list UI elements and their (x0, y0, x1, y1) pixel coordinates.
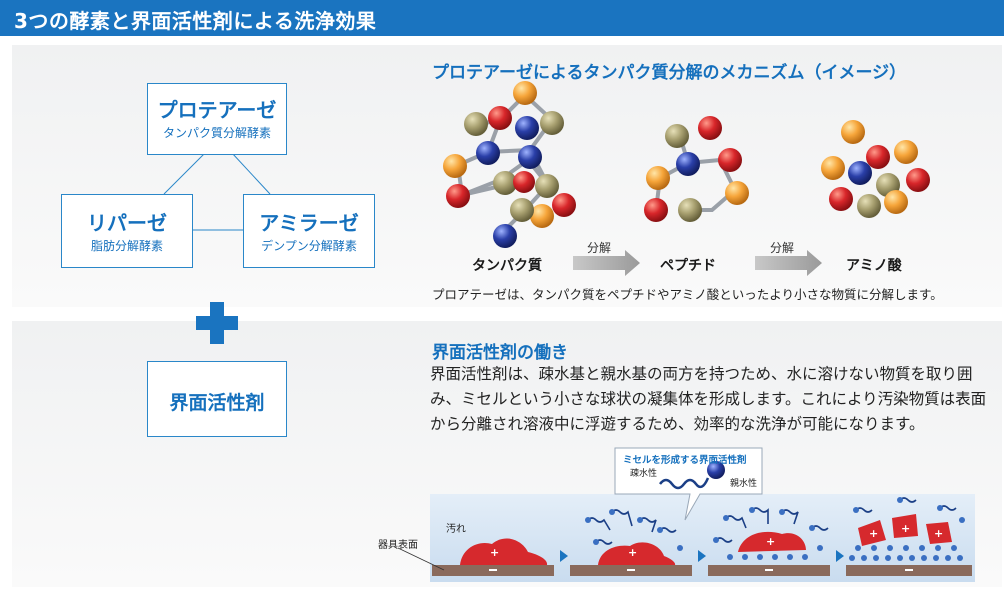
callout-title: ミセルを形成する界面活性剤 (623, 455, 747, 466)
stage-arrows (560, 550, 844, 562)
lipase-desc: 脂肪分解酵素 (90, 239, 163, 253)
enzyme-connectors (163, 152, 271, 231)
svg-text:+: + (869, 527, 878, 540)
surface-leader-line (397, 547, 445, 571)
stage-label-protein: タンパク質 (472, 258, 542, 274)
connector-protease-lipase (163, 152, 206, 195)
protein-atoms (443, 81, 576, 248)
peptide-atoms (644, 116, 749, 222)
surfactant-action-title: 界面活性剤の働き (432, 343, 568, 363)
body-line-3: から分離され溶液中に浮遊するため、効率的な洗浄が可能になります。 (430, 415, 925, 433)
surface-label: 器具表面 (378, 540, 418, 551)
arrow-label-2: 分解 (770, 241, 795, 255)
surfactant-name: 界面活性剤 (169, 392, 265, 414)
amino-acid-atoms (821, 120, 930, 218)
callout-surfactant-head (707, 461, 725, 479)
dirt-label: 汚れ (446, 524, 466, 535)
body-line-2: み、ミセルという小さな球状の凝集体を形成します。これにより汚染物質は表面 (430, 390, 987, 408)
protease-name: プロテアーゼ (157, 98, 277, 122)
stage-label-amino-acid: アミノ酸 (846, 258, 902, 274)
svg-text:+: + (490, 546, 499, 559)
dirt-blob-stage2 (598, 542, 676, 565)
svg-text:+: + (766, 535, 775, 548)
dirt-blob-stage3 (738, 531, 806, 552)
page-title: 3つの酵素と界面活性剤による洗浄効果 (14, 9, 377, 33)
svg-text:+: + (628, 546, 637, 559)
micelle-callout-box (614, 447, 763, 521)
plus-icon (196, 302, 238, 344)
dirt-blob-stage1 (460, 538, 548, 565)
protease-desc: タンパク質分解酵素 (162, 126, 271, 140)
arrow-label-1: 分解 (587, 241, 612, 255)
connector-protease-amylase (231, 152, 271, 195)
surfactant-action-body: 界面活性剤は、疎水基と親水基の両方を持つため、水に溶けない物質を取り囲 み、ミセ… (430, 362, 990, 437)
header-bar: 3つの酵素と界面活性剤による洗浄効果 (0, 0, 1004, 36)
arrow-protein-to-peptide (573, 250, 640, 276)
lipase-name: リパーゼ (87, 211, 167, 235)
surface-adsorbed-heads (727, 545, 963, 561)
mechanism-caption: プロアテーゼは、タンパク質をペプチドやアミノ酸といったより小さな物質に分解します… (432, 287, 943, 302)
amylase-desc: デンプン分解酵素 (261, 239, 357, 253)
protease-box: プロテアーゼ タンパク質分解酵素 (147, 83, 287, 155)
amylase-box: アミラーゼ デンプン分解酵素 (243, 194, 375, 268)
svg-text:+: + (901, 522, 910, 535)
arrow-peptide-to-amino (755, 250, 822, 276)
body-line-1: 界面活性剤は、疎水基と親水基の両方を持つため、水に溶けない物質を取り囲 (430, 365, 973, 383)
surfactant-heads (585, 497, 965, 551)
svg-text:+: + (934, 527, 943, 540)
stage-label-peptide: ペプチド (660, 258, 716, 274)
dirt-plus-marks: + + + + + + (490, 522, 943, 559)
surface-minus-marks (489, 569, 913, 571)
dirt-fragments-stage4 (858, 514, 952, 546)
mechanism-title: プロテアーゼによるタンパク質分解のメカニズム（イメージ） (432, 63, 907, 83)
hydrophilic-label: 親水性 (730, 479, 758, 489)
callout-surfactant-tail (659, 477, 710, 490)
surfactant-box: 界面活性剤 (147, 361, 287, 437)
hydrophobic-label: 疎水性 (630, 469, 658, 479)
lipase-box: リパーゼ 脂肪分解酵素 (61, 194, 193, 268)
amylase-name: アミラーゼ (259, 211, 359, 235)
